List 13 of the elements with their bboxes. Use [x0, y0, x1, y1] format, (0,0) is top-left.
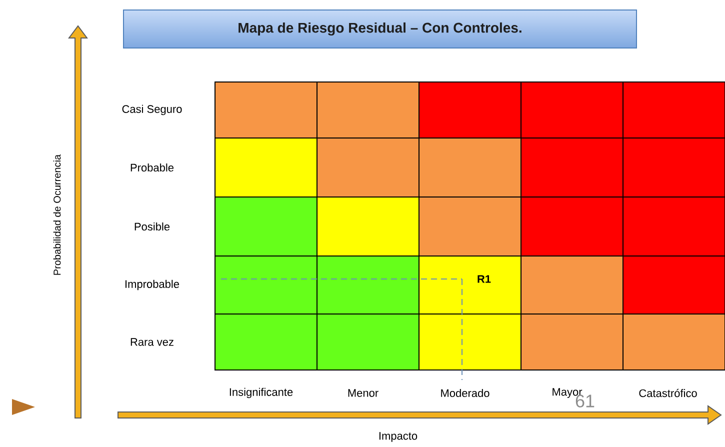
- column-label: Insignificante: [230, 388, 293, 398]
- axis-title: Probabilidad de Ocurrencia: [53, 154, 61, 275]
- column-label: Moderado: [441, 388, 490, 398]
- axis-title: Impacto: [379, 432, 418, 442]
- row-label: Probable: [130, 163, 174, 172]
- title-banner: Mapa de Riesgo Residual – Con Controles.: [123, 10, 637, 48]
- row-label: Rara vez: [130, 338, 174, 346]
- row-label: Casi Seguro: [122, 104, 182, 116]
- column-label: Catastrófico: [639, 388, 697, 398]
- risk-marker: R1: [478, 275, 491, 283]
- column-label: Menor: [348, 389, 378, 397]
- row-label: Posible: [134, 222, 170, 231]
- row-label: Improbable: [126, 280, 180, 290]
